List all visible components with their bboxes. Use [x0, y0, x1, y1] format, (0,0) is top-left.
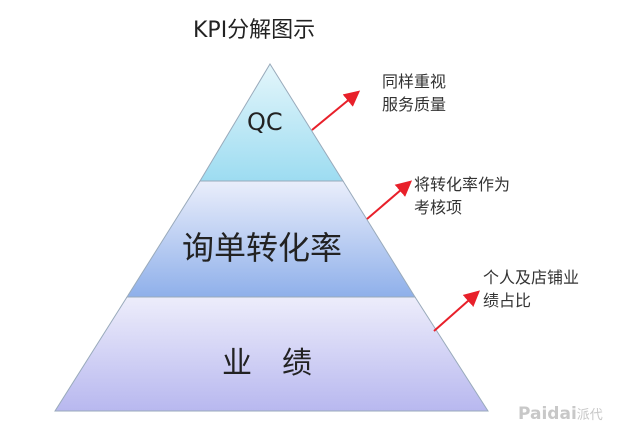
note-qc-line2: 服务质量 [382, 95, 447, 114]
arrow-performance [433, 290, 480, 332]
note-conversion: 将转化率作为 考核项 [414, 173, 510, 219]
level-label-conversion: 询单转化率 [182, 229, 343, 267]
level-label-qc: QC [247, 108, 283, 136]
note-performance-line2: 绩占比 [483, 291, 532, 310]
pyramid-bottom-performance [54, 296, 489, 412]
note-performance-line1: 个人及店铺业 [483, 268, 580, 287]
note-conversion-line1: 将转化率作为 [414, 175, 511, 194]
note-conversion-line2: 考核项 [414, 198, 463, 217]
note-performance: 个人及店铺业 绩占比 [483, 266, 579, 312]
watermark-logo: Paidai派代 [518, 404, 603, 424]
arrow-qc [311, 90, 361, 131]
level-label-performance: 业 绩 [222, 346, 312, 381]
note-qc: 同样重视 服务质量 [382, 70, 446, 116]
arrow-conversion [366, 180, 413, 220]
note-qc-line1: 同样重视 [382, 72, 447, 91]
diagram-title: KPI分解图示 [193, 18, 316, 43]
